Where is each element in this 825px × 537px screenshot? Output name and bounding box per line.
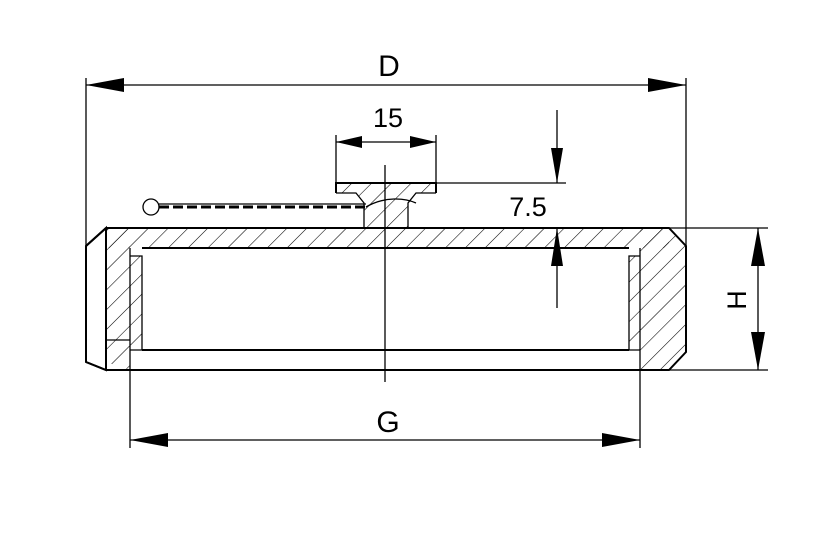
dim-G-arrow-right [602,433,640,447]
pin-lug [335,182,437,228]
pin-head-outline [335,182,437,193]
pin-left-neck [336,192,365,228]
dim-15-label: 15 [373,103,403,133]
dim-7-5-arrow-bottom [551,228,563,266]
top-wall-hatch [106,228,669,248]
chain-hook [365,198,417,208]
dim-G: G [129,370,641,448]
chain-ring [142,198,160,216]
dim-15: 15 [335,103,437,183]
left-chamfer [85,225,107,372]
left-thread-outline [130,255,143,351]
dim-G-label: G [376,406,399,439]
pin-lug-hatch [336,183,436,228]
dim-7-5: 7.5 [436,110,669,308]
left-thread-pad [130,256,142,350]
retaining-chain [142,198,417,216]
dim-15-arrow-right [410,136,436,148]
cap-section [85,225,687,372]
right-thread-pad [629,256,640,350]
dim-H-arrow-top [751,228,765,266]
dim-H-arrow-bottom [751,332,765,370]
dim-H-label: H [722,290,752,310]
dim-G-arrow-left [130,433,168,447]
dim-7-5-arrow-top [551,148,563,183]
dim-H: H [669,227,768,371]
pin-right-neck [407,192,436,228]
dim-D-arrow-left [86,78,124,92]
dim-D-arrow-right [648,78,686,92]
outer-outline [85,227,687,371]
dim-D-label: D [378,50,400,83]
dim-7-5-label: 7.5 [509,192,547,222]
left-wall-hatch [106,228,130,370]
right-thread-outline [628,255,640,351]
right-wall-hatch [640,228,686,370]
dim-D: D [85,50,687,246]
dim-15-arrow-left [336,136,362,148]
